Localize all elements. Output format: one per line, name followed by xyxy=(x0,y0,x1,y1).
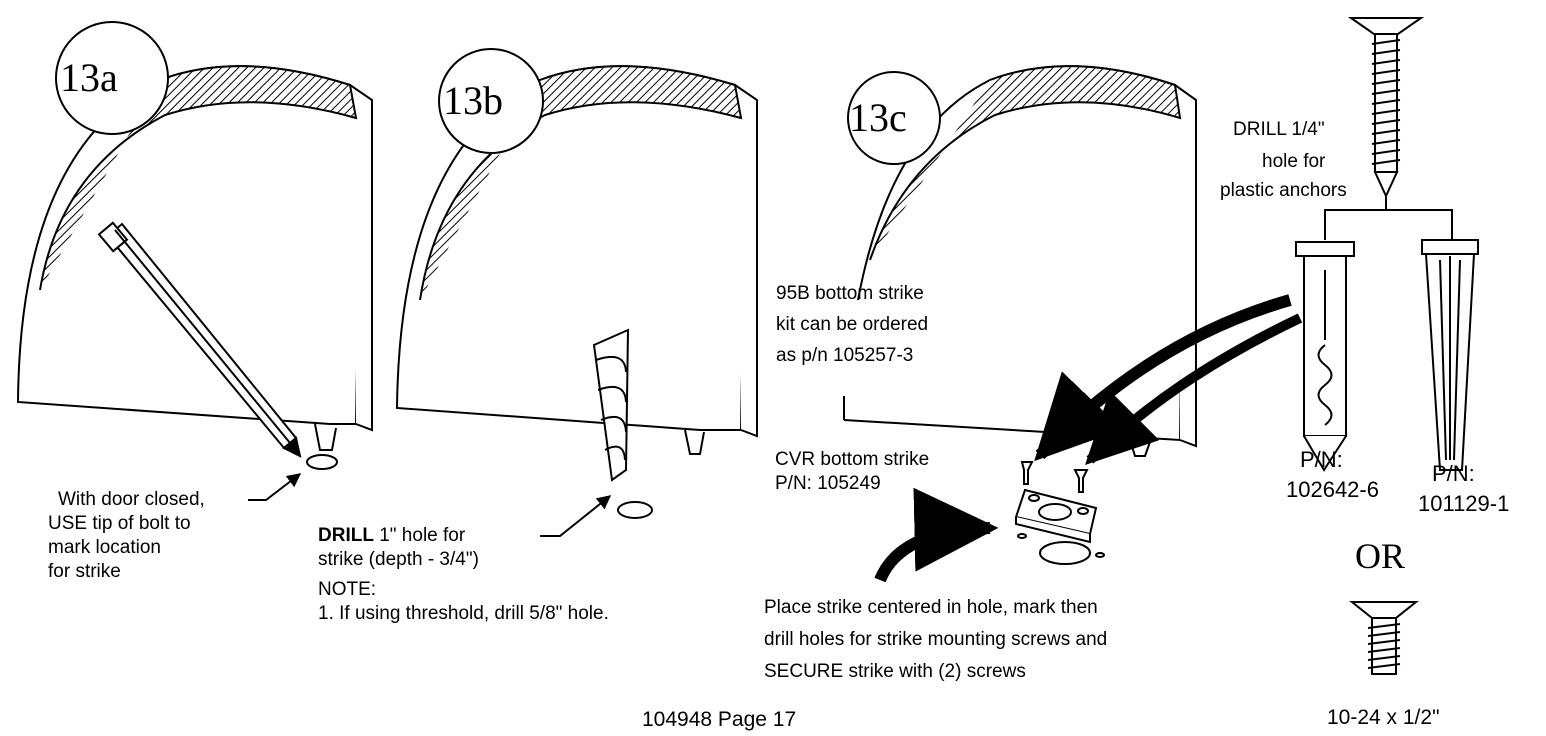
leader-13b xyxy=(540,495,612,537)
badge-13b-label: 13b xyxy=(443,78,503,123)
wood-screw xyxy=(1347,17,1425,199)
or-label: OR xyxy=(1355,536,1406,576)
curved-arrow-anchor-2 xyxy=(1085,313,1303,465)
leader-13a xyxy=(248,473,302,501)
badge-13c-circle xyxy=(847,71,941,165)
door-13a xyxy=(16,65,373,451)
anchor-right xyxy=(1421,239,1479,471)
badge-13b-circle xyxy=(438,48,544,154)
pencil xyxy=(97,221,302,458)
curved-arrow-strike xyxy=(874,487,999,583)
strike-plate xyxy=(1014,488,1105,565)
drill-instruction: 1" hole for xyxy=(373,525,466,546)
machine-screw-size: 10-24 x 1/2" xyxy=(1327,706,1440,729)
badge-13a-label: 13a xyxy=(60,55,118,100)
drill-emphasis: DRILL xyxy=(318,525,374,546)
page-footer: 104948 Page 17 xyxy=(642,708,797,731)
drill-instruction-line2: strike (depth - 3/4") xyxy=(318,549,479,570)
drill-hole-mark xyxy=(617,501,653,519)
machine-screw xyxy=(1349,601,1419,675)
note-title: NOTE: xyxy=(318,579,377,600)
badge-13c-label: 13c xyxy=(849,95,907,140)
bracket-connector xyxy=(1324,196,1453,240)
badge-13a-circle xyxy=(55,21,169,135)
door-13b xyxy=(395,65,758,455)
note-item: 1. If using threshold, drill 5/8" hole. xyxy=(318,603,609,624)
anchor-left xyxy=(1295,241,1355,472)
bolt-mark xyxy=(306,454,338,470)
drill-bit xyxy=(592,328,630,482)
door-13c xyxy=(843,65,1197,457)
curved-arrow-anchor-1 xyxy=(1034,294,1292,462)
strike-screws xyxy=(1020,461,1089,493)
